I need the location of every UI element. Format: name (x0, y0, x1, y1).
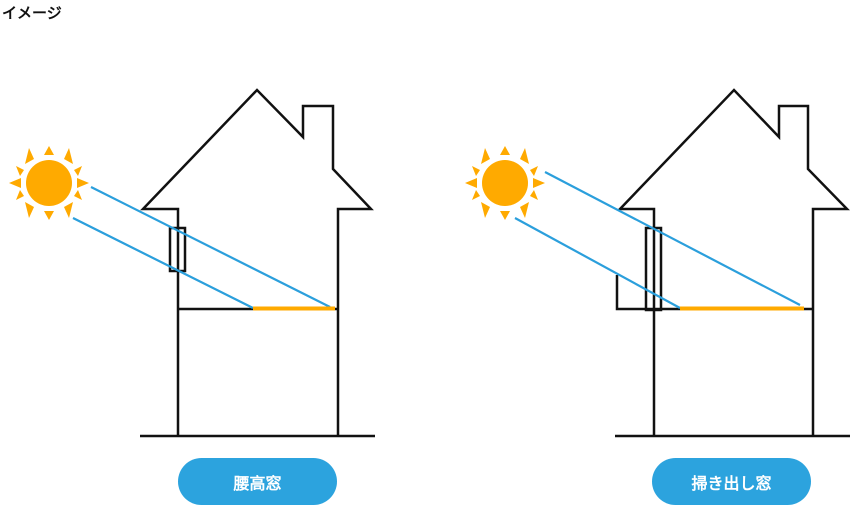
floor-length-window-button[interactable]: 掃き出し窓 (652, 458, 811, 505)
page-title: イメージ (2, 4, 62, 22)
waist-high-window-button[interactable]: 腰高窓 (178, 458, 337, 505)
house-outline (140, 88, 375, 438)
sun-icon (9, 146, 89, 220)
sun-rays (72, 186, 331, 309)
floor-length-window-diagram (465, 88, 850, 438)
sun-icon (465, 146, 545, 220)
waist-high-window-diagram (9, 88, 375, 438)
sun-rays (514, 171, 801, 309)
house-outline (615, 88, 850, 438)
